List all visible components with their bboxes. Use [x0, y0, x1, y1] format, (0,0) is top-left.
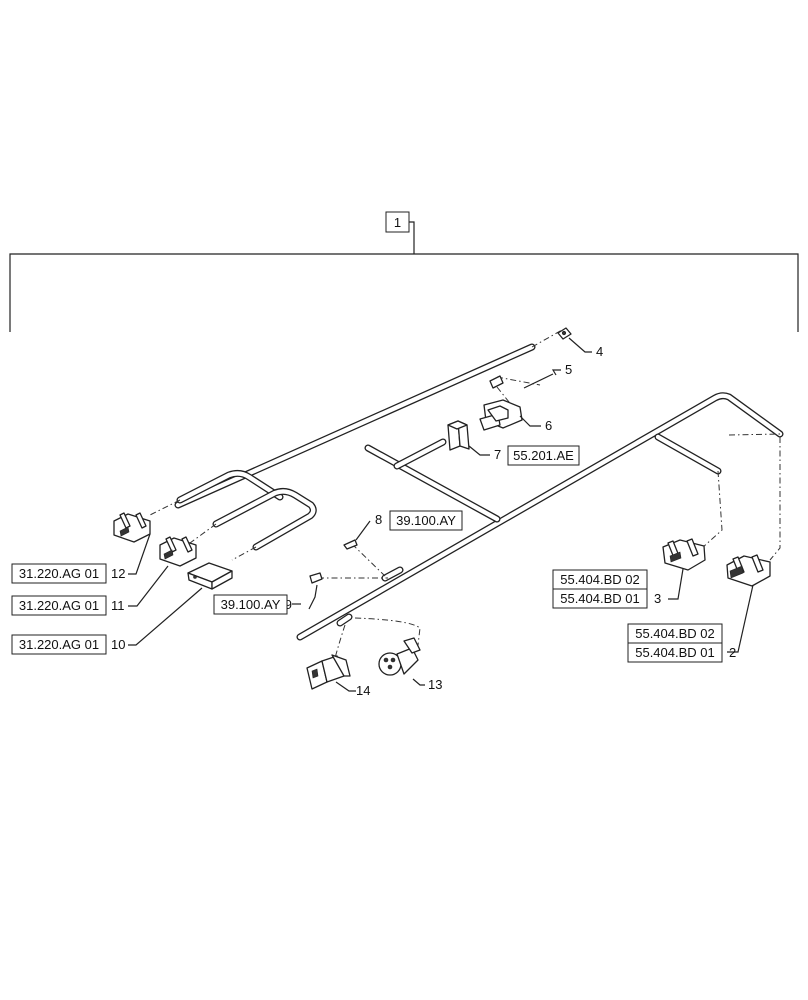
- part-4-terminal: [557, 327, 572, 340]
- assembly-bracket: 1: [9, 211, 799, 332]
- ref-55-404-bd-02-item3[interactable]: 55.404.BD 02: [560, 572, 640, 587]
- callout-3[interactable]: 3: [654, 591, 661, 606]
- callout-6[interactable]: 6: [545, 418, 552, 433]
- ref-39-100-ay-item9[interactable]: 39.100.AY: [221, 597, 281, 612]
- callout-5[interactable]: 5: [565, 362, 572, 377]
- part-3-connector: [662, 538, 706, 571]
- part-7-cover: [447, 420, 470, 451]
- callout-4[interactable]: 4: [596, 344, 603, 359]
- callout-10[interactable]: 10: [111, 637, 125, 652]
- part-14-connector: [306, 654, 351, 690]
- callout-9[interactable]: 9: [285, 597, 292, 612]
- callout-12[interactable]: 12: [111, 566, 125, 581]
- reference-boxes: 55.201.AE 39.100.AY 39.100.AY 31.220.AG …: [11, 445, 723, 663]
- part-13-connector: [378, 637, 421, 676]
- callout-1[interactable]: 1: [394, 215, 401, 230]
- part-5-wire-seal: [489, 373, 554, 389]
- part-8-pin: [343, 539, 358, 550]
- callout-numbers: 4 5 6 7 8 9 12 11 10 3 2 13 14: [111, 344, 736, 698]
- ref-31-220-ag-01-item12[interactable]: 31.220.AG 01: [19, 566, 99, 581]
- harness-wires: [174, 343, 784, 641]
- ref-31-220-ag-01-item10[interactable]: 31.220.AG 01: [19, 637, 99, 652]
- part-6-connector: [479, 399, 523, 431]
- ref-55-404-bd-02-item2[interactable]: 55.404.BD 02: [635, 626, 715, 641]
- ref-31-220-ag-01-item11[interactable]: 31.220.AG 01: [19, 598, 99, 613]
- part-9-pin: [308, 572, 323, 610]
- callout-11[interactable]: 11: [111, 598, 125, 613]
- callout-14[interactable]: 14: [356, 683, 370, 698]
- ref-55-201-ae[interactable]: 55.201.AE: [513, 448, 574, 463]
- callout-2[interactable]: 2: [729, 645, 736, 660]
- callout-leaders: [128, 337, 754, 692]
- ref-55-404-bd-01-item3[interactable]: 55.404.BD 01: [560, 591, 640, 606]
- callout-7[interactable]: 7: [494, 447, 501, 462]
- part-12-connector: [113, 512, 151, 543]
- ref-55-404-bd-01-item2[interactable]: 55.404.BD 01: [635, 645, 715, 660]
- callout-8[interactable]: 8: [375, 512, 382, 527]
- ref-39-100-ay-item8[interactable]: 39.100.AY: [396, 513, 456, 528]
- part-10-plug: [187, 562, 233, 590]
- part-2-connector: [726, 554, 771, 587]
- part-11-connector: [159, 536, 197, 567]
- callout-13[interactable]: 13: [428, 677, 442, 692]
